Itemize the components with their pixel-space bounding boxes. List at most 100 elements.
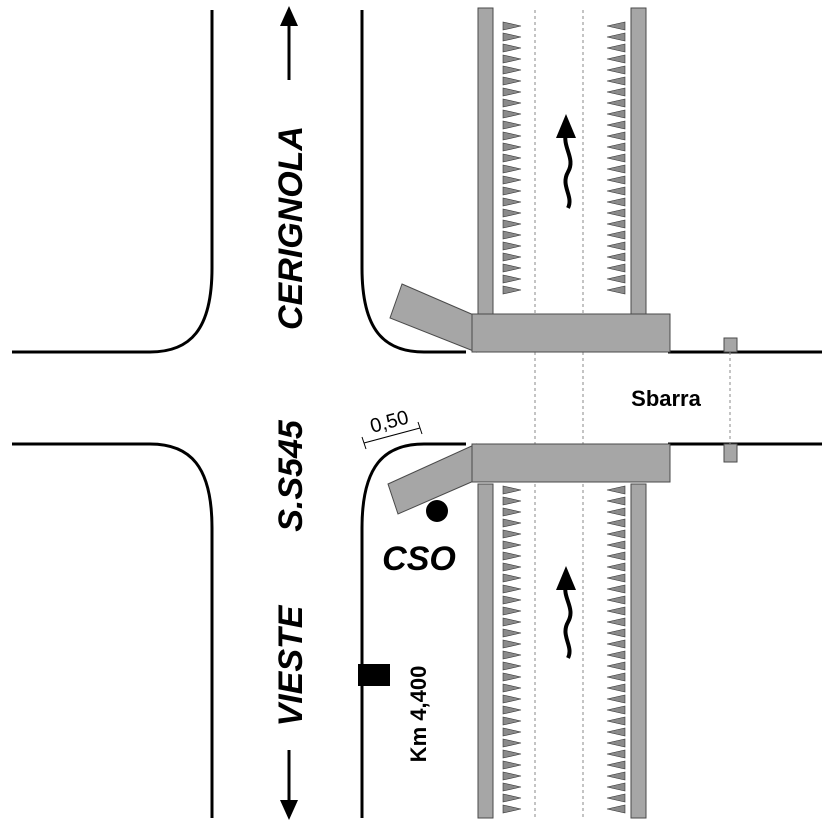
rumble-spike <box>502 551 522 561</box>
rumble-spike <box>606 241 626 251</box>
rumble-spike <box>502 683 522 693</box>
rumble-spike <box>606 573 626 583</box>
rumble-spike <box>502 661 522 671</box>
rumble-spike <box>606 595 626 605</box>
rumble-spike <box>502 219 522 229</box>
rumble-spike <box>606 672 626 682</box>
rumble-spike <box>606 617 626 627</box>
rumble-spike <box>502 32 522 42</box>
rumble-spike <box>606 230 626 240</box>
rumble-spike <box>502 705 522 715</box>
rumble-spike <box>606 716 626 726</box>
road-edge-right-north <box>360 10 466 354</box>
south-arrow-icon <box>280 750 298 820</box>
rumble-spike <box>502 716 522 726</box>
cso-label: CSO <box>382 540 456 578</box>
rumble-spike <box>502 76 522 86</box>
rumble-spike <box>606 21 626 31</box>
rumble-spike <box>502 672 522 682</box>
rumble-spike <box>502 131 522 141</box>
rumble-spike <box>502 771 522 781</box>
rumble-spike <box>606 540 626 550</box>
rumble-spike <box>606 153 626 163</box>
rumble-spike <box>606 584 626 594</box>
rumble-spike <box>502 760 522 770</box>
rumble-spike <box>606 120 626 130</box>
rumble-spike <box>606 54 626 64</box>
rumble-spike <box>502 529 522 539</box>
rumble-spike <box>502 208 522 218</box>
rumble-spike <box>606 661 626 671</box>
rumble-spikes <box>502 21 626 814</box>
road-label-north: CERIGNOLA <box>272 126 310 330</box>
rumble-spike <box>502 485 522 495</box>
rumble-spike <box>606 529 626 539</box>
rumble-spike <box>606 738 626 748</box>
rumble-spike <box>502 98 522 108</box>
rumble-spike <box>606 285 626 295</box>
rumble-spike <box>502 793 522 803</box>
rumble-spike <box>606 771 626 781</box>
rumble-spike <box>502 496 522 506</box>
rumble-spike <box>502 241 522 251</box>
barrier-post-top <box>723 337 738 353</box>
rumble-spike <box>606 793 626 803</box>
rumble-spike <box>606 727 626 737</box>
rumble-spike <box>502 727 522 737</box>
rumble-spike <box>606 43 626 53</box>
rumble-spike <box>606 562 626 572</box>
rumble-spike <box>606 252 626 262</box>
rumble-spike <box>502 595 522 605</box>
rumble-spike <box>502 749 522 759</box>
rumble-spike <box>502 109 522 119</box>
dimension-marker <box>361 421 423 450</box>
curved-flow-arrow-lower <box>556 566 576 659</box>
rumble-spike <box>502 65 522 75</box>
rumble-spike <box>606 197 626 207</box>
rumble-spike <box>606 518 626 528</box>
rumble-spike <box>502 694 522 704</box>
rumble-spike <box>606 175 626 185</box>
north-arrow-icon <box>280 6 298 80</box>
rumble-spike <box>606 628 626 638</box>
rail-left-upper <box>477 7 494 317</box>
rumble-spike <box>502 54 522 64</box>
rumble-spike <box>502 639 522 649</box>
rumble-spike <box>606 142 626 152</box>
road-edge-right-south <box>360 442 466 818</box>
rumble-spike <box>502 507 522 517</box>
rumble-spike <box>502 186 522 196</box>
barrier-label: Sbarra <box>631 386 701 411</box>
rumble-spike <box>502 285 522 295</box>
beam-upper <box>471 313 671 353</box>
rumble-spike <box>502 230 522 240</box>
rumble-spike <box>606 263 626 273</box>
rumble-spike <box>502 274 522 284</box>
cso-marker-dot <box>426 500 448 522</box>
rumble-spike <box>502 164 522 174</box>
beam-lower <box>471 443 671 483</box>
rumble-spike <box>606 485 626 495</box>
rumble-spike <box>502 562 522 572</box>
rumble-spike <box>502 782 522 792</box>
rumble-spike <box>502 252 522 262</box>
rumble-spike <box>606 65 626 75</box>
rumble-spike <box>502 606 522 616</box>
rumble-spike <box>502 804 522 814</box>
rumble-spike <box>606 208 626 218</box>
rumble-spike <box>502 175 522 185</box>
rumble-spike <box>606 507 626 517</box>
dimension-label: 0,50 <box>368 407 411 438</box>
rumble-spike <box>502 153 522 163</box>
rail-left-lower <box>477 483 494 819</box>
rumble-spike <box>502 197 522 207</box>
rumble-spike <box>606 496 626 506</box>
km-marker <box>358 664 390 686</box>
beam-upper-arm <box>389 283 477 353</box>
rumble-spike <box>606 683 626 693</box>
rumble-spike <box>606 164 626 174</box>
rumble-spike <box>606 749 626 759</box>
rumble-spike <box>606 109 626 119</box>
